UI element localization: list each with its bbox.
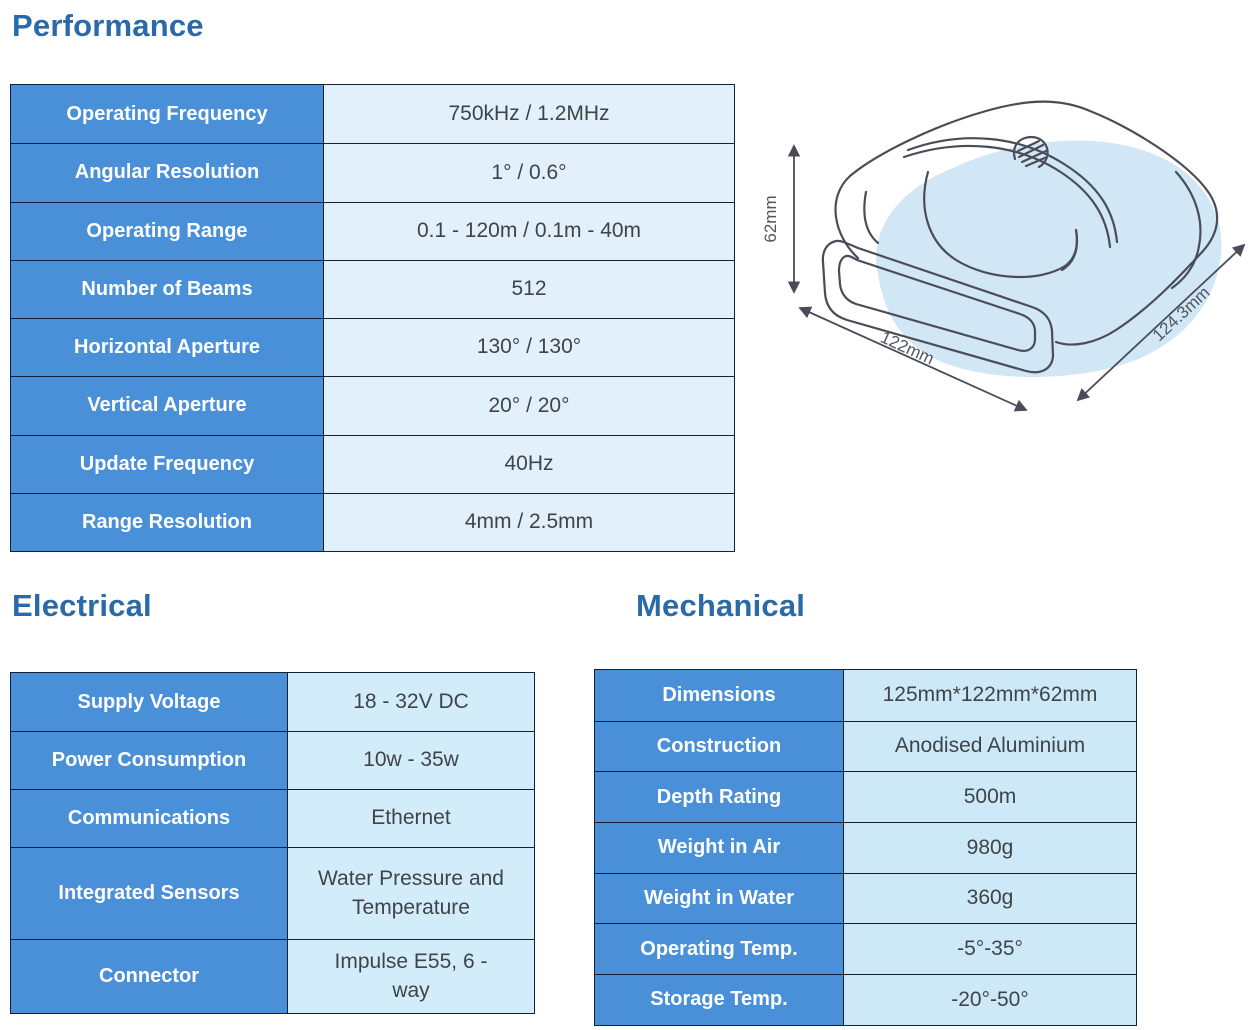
spec-value: -5°-35°	[844, 924, 1136, 975]
dimension-arrows	[787, 144, 1246, 412]
spec-label: Supply Voltage	[11, 673, 288, 731]
spec-label: Integrated Sensors	[11, 848, 288, 939]
table-row: Range Resolution 4mm / 2.5mm	[11, 492, 734, 551]
table-row: Storage Temp. -20°-50°	[595, 974, 1136, 1025]
table-row: Integrated Sensors Water Pressure and Te…	[11, 847, 534, 939]
mechanical-section-title: Mechanical	[636, 588, 806, 623]
table-row: Vertical Aperture 20° / 20°	[11, 376, 734, 435]
spec-label: Vertical Aperture	[11, 377, 324, 435]
sonar-device-sketch: 62mm 122mm 124.3mm	[761, 100, 1246, 412]
spec-label: Dimensions	[595, 670, 844, 721]
spec-value: 130° / 130°	[324, 319, 734, 377]
spec-label: Number of Beams	[11, 260, 324, 318]
spec-value: 4mm / 2.5mm	[324, 493, 734, 551]
spec-label: Connector	[11, 940, 288, 1013]
device-dimension-diagram: 62mm 122mm 124.3mm	[758, 80, 1258, 425]
table-row: Communications Ethernet	[11, 789, 534, 847]
spec-label: Horizontal Aperture	[11, 319, 324, 377]
table-row: Connector Impulse E55, 6 - way	[11, 939, 534, 1013]
table-row: Construction Anodised Aluminium	[595, 720, 1136, 772]
spec-value: 980g	[844, 823, 1136, 873]
spec-label: Construction	[595, 721, 844, 772]
spec-label: Weight in Water	[595, 873, 844, 924]
spec-value: 125mm*122mm*62mm	[844, 670, 1136, 721]
table-row: Number of Beams 512	[11, 259, 734, 318]
table-row: Weight in Water 360g	[595, 872, 1136, 924]
spec-label: Communications	[11, 790, 288, 847]
spec-value: 512	[324, 260, 734, 318]
spec-value: Impulse E55, 6 - way	[288, 940, 534, 1013]
spec-label: Storage Temp.	[595, 975, 844, 1025]
table-row: Operating Temp. -5°-35°	[595, 923, 1136, 975]
connector-stub	[1012, 135, 1049, 169]
spec-value: Ethernet	[288, 790, 534, 847]
spec-label: Weight in Air	[595, 823, 844, 873]
performance-section-title: Performance	[12, 8, 204, 43]
spec-value: 1° / 0.6°	[324, 144, 734, 202]
spec-value: 360g	[844, 873, 1136, 924]
table-row: Power Consumption 10w - 35w	[11, 731, 534, 789]
depth-dim-arrow	[1076, 243, 1246, 402]
spec-label: Operating Range	[11, 202, 324, 260]
spec-value: 10w - 35w	[288, 732, 534, 789]
table-row: Weight in Air 980g	[595, 822, 1136, 873]
spec-value: 750kHz / 1.2MHz	[324, 85, 734, 144]
spec-label: Power Consumption	[11, 732, 288, 789]
table-row: Operating Range 0.1 - 120m / 0.1m - 40m	[11, 201, 734, 260]
performance-table: Operating Frequency 750kHz / 1.2MHz Angu…	[10, 84, 735, 552]
spec-label: Update Frequency	[11, 435, 324, 493]
table-row: Angular Resolution 1° / 0.6°	[11, 143, 734, 202]
spec-label: Range Resolution	[11, 493, 324, 551]
spec-label: Angular Resolution	[11, 144, 324, 202]
electrical-section-title: Electrical	[12, 588, 152, 623]
spec-value: 20° / 20°	[324, 377, 734, 435]
spec-value: 18 - 32V DC	[288, 673, 534, 731]
spec-label: Depth Rating	[595, 772, 844, 823]
table-row: Update Frequency 40Hz	[11, 434, 734, 493]
table-row: Horizontal Aperture 130° / 130°	[11, 318, 734, 377]
table-row: Operating Frequency 750kHz / 1.2MHz	[11, 85, 734, 144]
table-row: Depth Rating 500m	[595, 771, 1136, 823]
spec-value: Water Pressure and Temperature	[288, 848, 534, 939]
table-row: Dimensions 125mm*122mm*62mm	[595, 670, 1136, 721]
spec-value: -20°-50°	[844, 975, 1136, 1025]
spec-value: Anodised Aluminium	[844, 721, 1136, 772]
spec-value: 40Hz	[324, 435, 734, 493]
spec-value: 500m	[844, 772, 1136, 823]
spec-value: 0.1 - 120m / 0.1m - 40m	[324, 202, 734, 260]
spec-label: Operating Frequency	[11, 85, 324, 144]
width-dim-arrow	[798, 306, 1028, 412]
table-row: Supply Voltage 18 - 32V DC	[11, 673, 534, 731]
spec-label: Operating Temp.	[595, 924, 844, 975]
height-dim-label: 62mm	[761, 195, 780, 242]
mechanical-table: Dimensions 125mm*122mm*62mm Construction…	[594, 669, 1137, 1026]
electrical-table: Supply Voltage 18 - 32V DC Power Consump…	[10, 672, 535, 1014]
